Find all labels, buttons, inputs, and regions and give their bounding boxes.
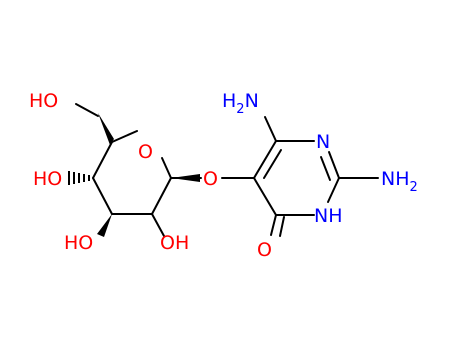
label-nh2-top: H2N xyxy=(222,90,259,117)
wedge-c5-ch2 xyxy=(98,113,114,145)
bond-c2-oh xyxy=(151,213,165,237)
label-c3-ho: HO xyxy=(64,232,93,254)
bond-c2-c1 xyxy=(151,177,172,215)
label-n-ring-top: N xyxy=(316,131,330,153)
wedge-c3-oh xyxy=(97,214,112,237)
bond-c4p-o xyxy=(270,214,277,236)
bond-n1-c2p xyxy=(328,151,340,179)
bond-layer xyxy=(75,103,379,237)
bond-c4-c3 xyxy=(92,177,113,215)
bond-o-c1 xyxy=(161,157,172,179)
bond-ch2oh xyxy=(75,103,99,117)
stereo-bonds xyxy=(97,113,200,237)
hash-c4-ho xyxy=(68,171,90,185)
label-link-o: O xyxy=(203,168,218,190)
wedge-c1-olink xyxy=(171,174,200,182)
bond-n1-c2p-double xyxy=(320,156,331,181)
bond-c5p-c6 xyxy=(253,140,277,179)
label-carbonyl-o: O xyxy=(257,239,272,261)
atom-labels: HO O HO HO OH O H2N N NH2 NH O xyxy=(29,90,418,261)
label-ring-o: O xyxy=(138,141,153,163)
label-c2-oh: OH xyxy=(160,232,189,254)
bond-c2p-n3 xyxy=(327,177,340,203)
bond-c5-o xyxy=(111,130,138,143)
label-nh-ring: NH xyxy=(314,205,343,227)
label-c4-ho: HO xyxy=(33,168,62,190)
bond-c4p-o-double xyxy=(279,216,285,237)
label-ch2oh-ho: HO xyxy=(29,90,58,112)
label-nh2-right: NH2 xyxy=(381,168,418,195)
bond-c5-c4 xyxy=(92,141,113,179)
bond-c5p-c6-double xyxy=(263,149,282,179)
bond-c4p-c5p xyxy=(253,177,277,216)
bond-c6-nh2 xyxy=(264,116,277,142)
